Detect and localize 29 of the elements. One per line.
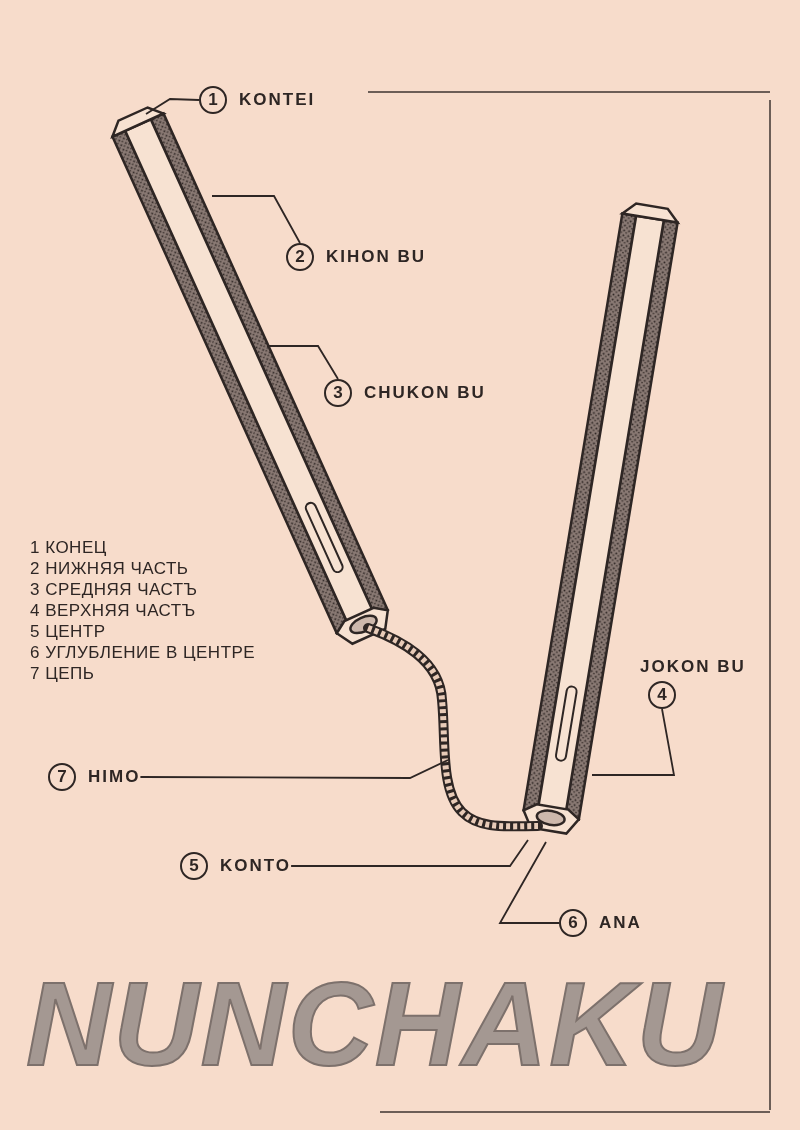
title: NUNCHAKU xyxy=(26,965,724,1083)
leader-line xyxy=(498,841,560,924)
key-item: 3 СРЕДНЯЯ ЧАСТЪ xyxy=(30,580,198,600)
key-item: 1 КОНЕЦ xyxy=(30,538,107,558)
leader-line xyxy=(139,759,449,779)
callout-number: 2 xyxy=(286,243,314,271)
part-name: KONTO xyxy=(220,856,292,876)
key-item: 5 ЦЕНТР xyxy=(30,622,106,642)
part-name: JOKON BU xyxy=(640,657,746,677)
callout-number: 7 xyxy=(48,763,76,791)
key-item: 4 ВЕРХНЯЯ ЧАСТЪ xyxy=(30,601,196,621)
callout-number: 6 xyxy=(559,909,587,937)
leader-line xyxy=(290,839,529,867)
key-item: 7 ЦЕПЬ xyxy=(30,664,95,684)
leader-line xyxy=(211,195,301,244)
part-name: ANA xyxy=(599,913,642,933)
leader-line xyxy=(266,345,339,380)
callout-number: 5 xyxy=(180,852,208,880)
key-item: 6 УГЛУБЛЕНИЕ В ЦЕНТРЕ xyxy=(30,643,256,663)
part-name: CHUKON BU xyxy=(364,383,486,403)
part-name: KONTEI xyxy=(239,90,316,110)
part-name: KIHON BU xyxy=(326,247,427,267)
key-item: 2 НИЖНЯЯ ЧАСТЬ xyxy=(30,559,189,579)
leader-line xyxy=(145,98,200,115)
callout-number: 3 xyxy=(324,379,352,407)
callout-number: 1 xyxy=(199,86,227,114)
leader-line xyxy=(591,708,676,776)
callout-number: 4 xyxy=(648,681,676,709)
part-name: HIMO xyxy=(88,767,141,787)
